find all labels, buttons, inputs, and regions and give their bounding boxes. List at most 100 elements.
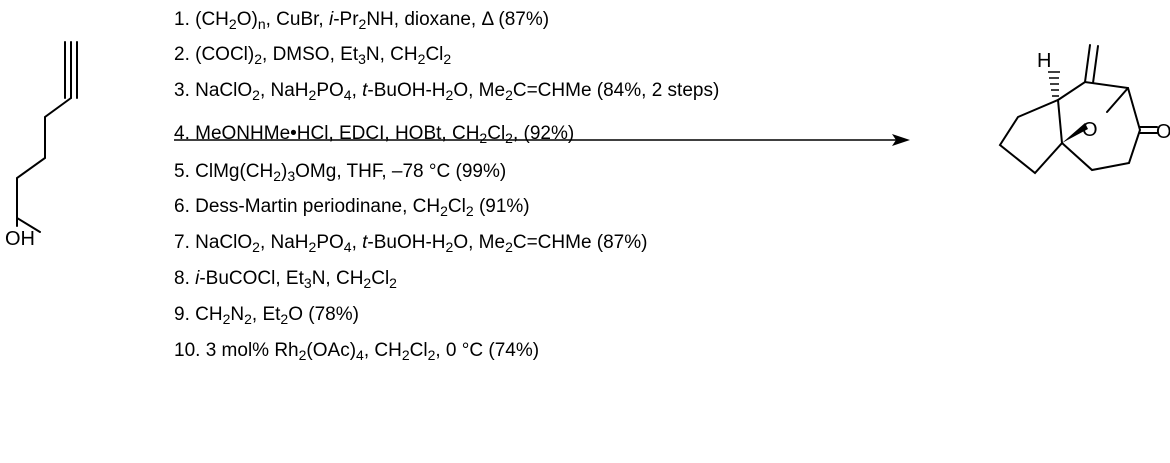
step-number: 4. [174, 123, 196, 144]
condition-text: NH, dioxane, Δ (87%) [366, 9, 550, 30]
reaction-arrow [174, 134, 910, 146]
reaction-arrow-head [892, 134, 910, 146]
condition-text: , CuBr, [265, 9, 329, 30]
condition-text: N [230, 304, 245, 325]
condition-text: , Et [251, 304, 281, 325]
condition-text: O, Me [453, 232, 506, 253]
exocyclic-methylene-bond-a [1084, 44, 1091, 83]
subscript: 2 [308, 87, 317, 103]
condition-text: Dess-Martin periodinane, CH [195, 196, 441, 217]
condition-text: 3 mol% Rh [205, 340, 299, 361]
carbon-chain [16, 97, 72, 233]
reaction-step-10: 10. 3 mol% Rh2(OAc)4, CH2Cl2, 0 °C (74%) [174, 340, 539, 362]
condition-text: , NaH [259, 80, 309, 101]
bridge-oxygen-label: O [1082, 119, 1098, 141]
condition-text: PO [316, 80, 344, 101]
subscript: 2 [389, 275, 397, 291]
step-number: 7. [174, 232, 196, 253]
condition-text: , [351, 232, 363, 253]
condition-text: CH [195, 304, 223, 325]
reaction-step-2: 2. (COCl)2, DMSO, Et3N, CH2Cl2 [174, 44, 451, 66]
subscript: 2 [222, 311, 231, 327]
subscript: 4 [343, 239, 352, 255]
cyclopentane-ring [998, 98, 1064, 175]
condition-text: C=CHMe (87%) [512, 232, 648, 253]
reaction-step-4: 4. MeONHMe•HCl, EDCI, HOBt, CH2Cl2, (92%… [174, 123, 574, 145]
oxygen-bridge-wedge-bond [1062, 123, 1088, 143]
condition-text: (COCl) [195, 44, 255, 65]
step-number: 9. [174, 304, 196, 325]
oxygen-bridge-upper-bond [1106, 87, 1129, 113]
condition-text: OMg, THF, –78 °C (99%) [295, 161, 507, 182]
condition-text: Cl [447, 196, 466, 217]
subscript: 2 [252, 239, 260, 255]
subscript: 2 [273, 168, 282, 184]
step-number: 6. [174, 196, 196, 217]
subscript: 2 [358, 16, 367, 32]
subscript: 2 [505, 130, 513, 146]
starting-material-structure: OH [5, 41, 78, 250]
step-number: 10. [174, 340, 206, 361]
seven-membered-ring [1057, 80, 1142, 172]
reaction-step-8: 8. i-BuCOCl, Et3N, CH2Cl2 [174, 268, 397, 290]
subscript: n [257, 16, 266, 32]
condition-text: MeONHMe•HCl, EDCI, HOBt, CH [195, 123, 480, 144]
italic-prefix: t [362, 232, 368, 253]
condition-text: (91%) [473, 196, 530, 217]
subscript: 3 [287, 168, 296, 184]
condition-text: PO [316, 232, 344, 253]
condition-text: ) [281, 161, 288, 182]
condition-text: Cl [409, 340, 428, 361]
condition-text: NaClO [195, 232, 253, 253]
condition-text: , 0 °C (74%) [435, 340, 540, 361]
condition-text: NaClO [195, 80, 253, 101]
subscript: 4 [343, 87, 352, 103]
condition-text: C=CHMe (84%, 2 steps) [512, 80, 720, 101]
reaction-step-9: 9. CH2N2, Et2O (78%) [174, 304, 359, 326]
ketone-oxygen-label: O [1156, 121, 1170, 143]
condition-text: O (78%) [288, 304, 359, 325]
subscript: 2 [465, 203, 474, 219]
condition-text: , (92%) [512, 123, 575, 144]
condition-text: -BuOH-H [367, 80, 446, 101]
condition-text: N, CH [311, 268, 364, 289]
subscript: 2 [440, 203, 448, 219]
condition-text: Cl [425, 44, 444, 65]
condition-text: , [351, 80, 363, 101]
subscript: 3 [358, 51, 366, 67]
hydroxyl-label: OH [5, 228, 35, 250]
condition-text: (CH [195, 9, 229, 30]
subscript: 2 [401, 347, 410, 363]
subscript: 2 [479, 130, 488, 146]
subscript: 2 [228, 16, 237, 32]
subscript: 2 [427, 347, 436, 363]
subscript: 2 [417, 51, 426, 67]
subscript: 2 [280, 311, 289, 327]
condition-text: ClMg(CH [195, 161, 274, 182]
subscript: 2 [298, 347, 307, 363]
subscript: 2 [445, 87, 454, 103]
step-number: 2. [174, 44, 196, 65]
subscript: 2 [308, 239, 317, 255]
reaction-step-6: 6. Dess-Martin periodinane, CH2Cl2 (91%) [174, 196, 530, 218]
reaction-step-3: 3. NaClO2, NaH2PO4, t-BuOH-H2O, Me2C=CHM… [174, 80, 719, 102]
hydrogen-label: H [1037, 50, 1051, 72]
italic-prefix: i [328, 9, 334, 30]
condition-text: Cl [371, 268, 390, 289]
step-number: 3. [174, 80, 196, 101]
italic-prefix: i [195, 268, 200, 289]
italic-prefix: t [362, 80, 368, 101]
step-number: 8. [174, 268, 196, 289]
condition-text: Cl [487, 123, 506, 144]
condition-text: O, Me [453, 80, 506, 101]
reaction-step-7: 7. NaClO2, NaH2PO4, t-BuOH-H2O, Me2C=CHM… [174, 232, 647, 254]
step-number: 5. [174, 161, 196, 182]
exocyclic-methylene-bond-b [1092, 45, 1099, 84]
subscript: 2 [244, 311, 252, 327]
subscript: 2 [363, 275, 372, 291]
subscript: 2 [505, 87, 513, 103]
condition-text: , NaH [259, 232, 309, 253]
step-number: 1. [174, 9, 196, 30]
condition-text: (OAc) [306, 340, 357, 361]
condition-text: -Pr [333, 9, 359, 30]
